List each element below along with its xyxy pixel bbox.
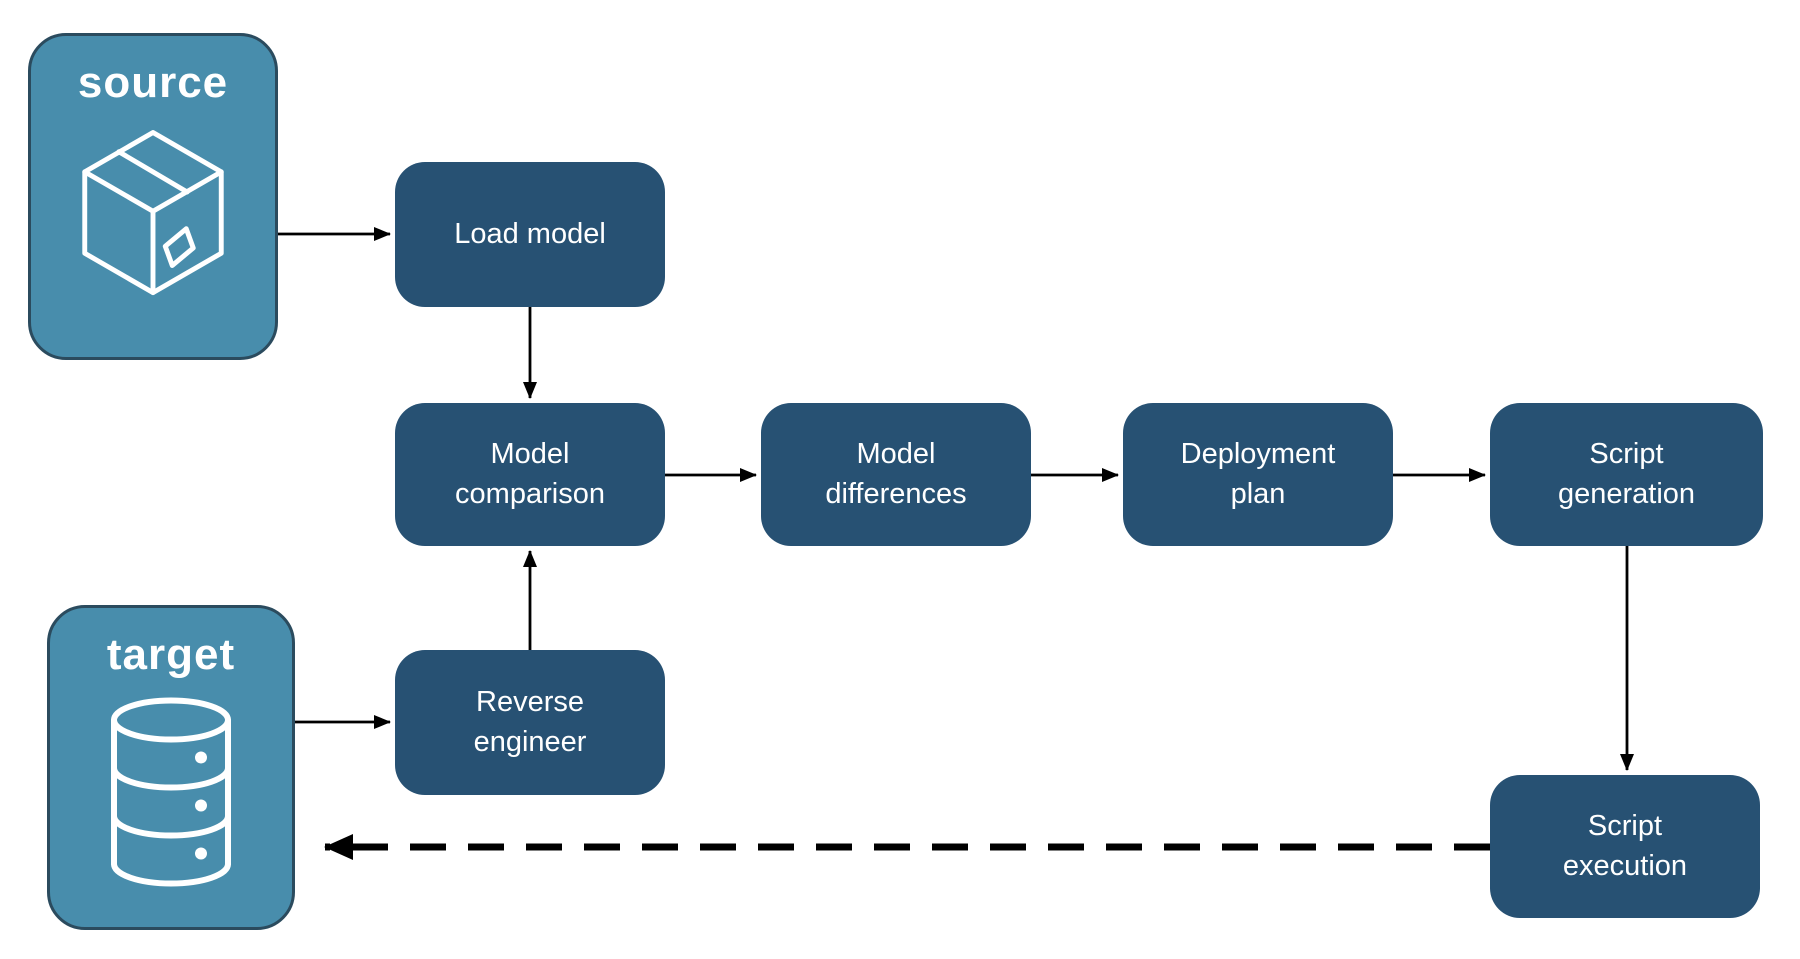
node-load-model: Load model — [395, 162, 665, 307]
node-model-comparison: Model comparison — [395, 403, 665, 546]
package-icon — [65, 122, 241, 309]
endpoint-target: target — [47, 605, 295, 930]
database-icon — [96, 694, 246, 895]
target-label: target — [106, 630, 236, 679]
node-deployment-plan-label: Deployment plan — [1180, 438, 1336, 510]
endpoint-source: source — [28, 33, 278, 360]
node-model-differences-label: Model differences — [825, 438, 967, 510]
node-reverse-engineer-label: Reverse engineer — [473, 686, 587, 758]
node-deployment-plan: Deployment plan — [1123, 403, 1393, 546]
node-script-execution-label: Script execution — [1562, 810, 1688, 882]
node-script-execution: Script execution — [1490, 775, 1760, 918]
node-script-generation: Script generation — [1490, 403, 1763, 546]
source-label: source — [77, 58, 229, 107]
node-model-differences: Model differences — [761, 403, 1031, 546]
node-load-model-label: Load model — [454, 217, 606, 250]
node-reverse-engineer: Reverse engineer — [395, 650, 665, 795]
node-model-comparison-label: Model comparison — [455, 438, 605, 510]
node-script-generation-label: Script generation — [1557, 438, 1696, 510]
